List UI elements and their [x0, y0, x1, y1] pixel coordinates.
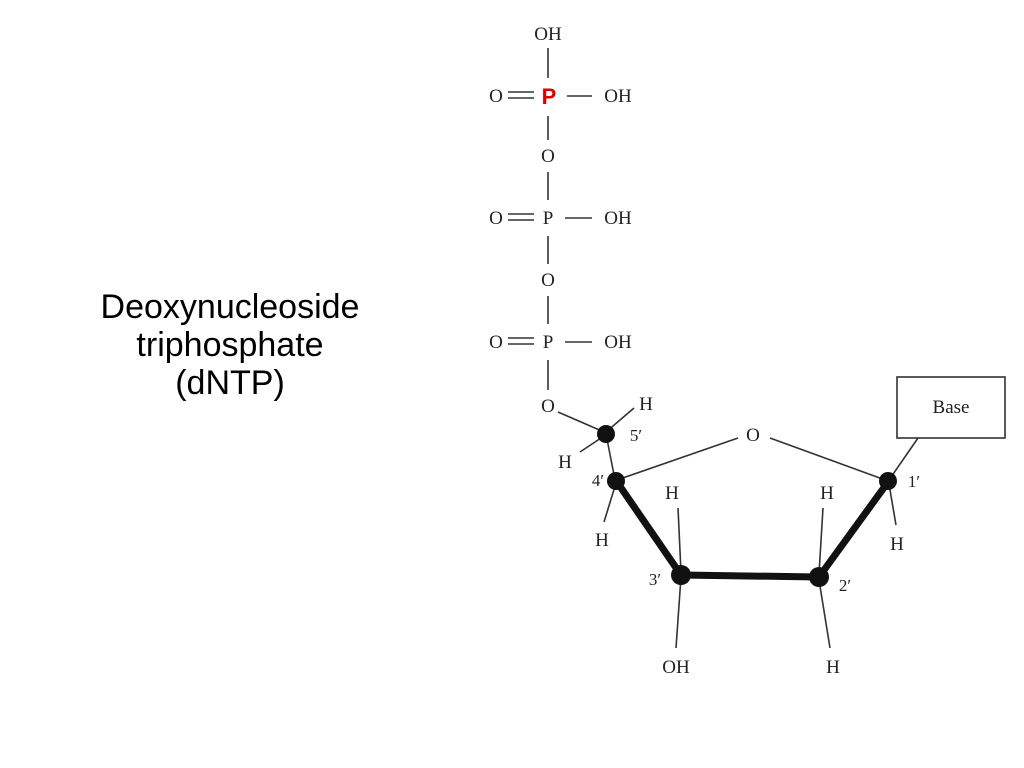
c4-atom-dot: [607, 472, 625, 490]
bond-ring-o-c1: [769, 437, 889, 482]
c5-h-upper-label: H: [639, 394, 653, 415]
c2-h-upper-label: H: [820, 483, 834, 504]
bond-c4-c3: [613, 478, 685, 579]
bond-c2-h-lower: [818, 579, 831, 649]
bond-c3-c2: [677, 571, 823, 581]
bond-c4-ring-o: [616, 437, 739, 481]
c2-prime-label: 2′: [839, 576, 851, 595]
c5-prime-label: 5′: [630, 426, 642, 445]
c5-h-lower-label: H: [558, 452, 572, 473]
c2-h-lower-label: H: [826, 657, 840, 678]
title-line-3: (dNTP): [175, 364, 285, 402]
p3-oxo-label: O: [489, 332, 503, 353]
ester-oxygen-label: O: [541, 396, 555, 417]
bond-c1-base: [888, 437, 919, 481]
title-line-2: triphosphate: [136, 326, 324, 364]
p1-phosphorus-label: P: [542, 84, 557, 109]
molecule-title: Deoxynucleoside triphosphate (dNTP): [50, 288, 410, 402]
bond-c2-c1: [815, 478, 892, 581]
ring-oxygen-label: O: [746, 425, 760, 446]
c3-prime-label: 3′: [649, 570, 661, 589]
c5-atom-dot: [597, 425, 615, 443]
bond-c3-oh: [675, 576, 682, 649]
p2-oh-label: OH: [604, 208, 632, 229]
p3-oh-label: OH: [604, 332, 632, 353]
title-line-1: Deoxynucleoside: [100, 288, 360, 326]
c1-atom-dot: [879, 472, 897, 490]
base-label: Base: [933, 397, 970, 418]
c2-atom-dot: [809, 567, 829, 587]
p1-oxo-label: O: [489, 86, 503, 107]
p1-oh-label: OH: [604, 86, 632, 107]
bond-c1-h: [888, 483, 897, 526]
bond-c2-h-upper: [818, 507, 824, 575]
bridge-oxygen-2-label: O: [541, 270, 555, 291]
c3-atom-dot: [671, 565, 691, 585]
bridge-oxygen-1-label: O: [541, 146, 555, 167]
alpha-top-oh-label: OH: [534, 24, 562, 45]
c1-prime-label: 1′: [908, 472, 920, 491]
p2-oxo-label: O: [489, 208, 503, 229]
c4-prime-label: 4′: [592, 471, 604, 490]
p2-phosphorus-label: P: [543, 208, 554, 229]
bond-o-c5: [557, 411, 605, 433]
c1-h-label: H: [890, 534, 904, 555]
p3-phosphorus-label: P: [543, 332, 554, 353]
c3-h-label: H: [665, 483, 679, 504]
bond-c3-h: [677, 507, 682, 573]
c3-hydroxyl-label: OH: [662, 657, 690, 678]
base-box: [896, 376, 1006, 439]
c4-h-label: H: [595, 530, 609, 551]
